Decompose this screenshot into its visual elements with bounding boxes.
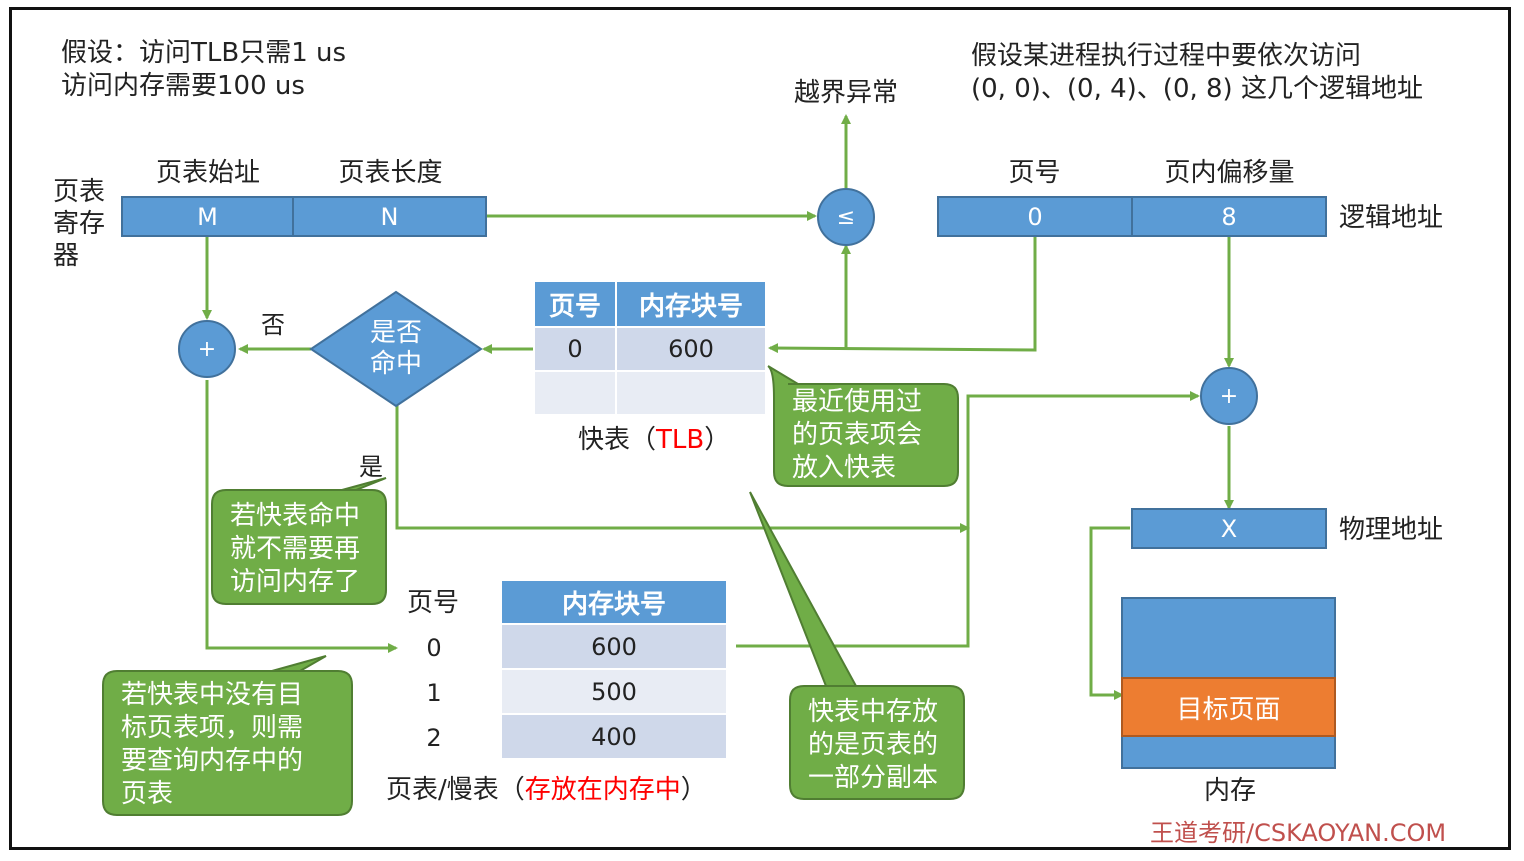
tlb-caption-red: TLB <box>656 425 705 455</box>
process-note-line-1: 假设某进程执行过程中要依次访问 <box>971 41 1362 71</box>
decision-no-label: 否 <box>261 311 285 339</box>
logical-address-label: 逻辑地址 <box>1339 203 1444 233</box>
tlb-header-block: 内存块号 <box>615 280 767 328</box>
page-table-header-block: 内存块号 <box>500 579 728 625</box>
adder-right-node: + <box>1200 367 1258 425</box>
callout-copy-shape <box>749 491 965 800</box>
logical-offset-header: 页内偏移量 <box>1164 158 1295 188</box>
arrow-page-table-to-adder <box>736 391 1200 648</box>
page-table-header-page: 页号 <box>406 588 459 618</box>
page-table-row-1-page: 1 <box>426 679 442 707</box>
page-table-start-header: 页表始址 <box>155 158 260 188</box>
tlb-row-0-page: 0 <box>533 326 617 372</box>
decision-diamond <box>309 290 483 408</box>
tlb-caption-prefix: 快表（ <box>578 425 657 455</box>
tlb-header-page: 页号 <box>533 280 617 328</box>
page-table-row-2-page: 2 <box>426 724 442 752</box>
assumption-line-1: 假设：访问TLB只需1 us <box>61 38 347 68</box>
page-table-length-header: 页表长度 <box>338 158 443 188</box>
callout-hit-shape <box>211 477 387 605</box>
process-note-line-2: (0, 0)、(0, 4)、(0, 8) 这几个逻辑地址 <box>971 74 1423 104</box>
decision-yes-label: 是 <box>359 453 383 481</box>
page-table-caption-red: 存放在内存中 <box>524 775 681 805</box>
callout-miss: 若快表中没有目 标页表项，则需 要查询内存中的 页表 <box>121 680 304 809</box>
tlb-row-0-block: 600 <box>615 326 767 372</box>
physical-address-label: 物理地址 <box>1339 515 1444 545</box>
physical-address-cell: X <box>1131 508 1327 549</box>
callout-recent: 最近使用过 的页表项会 放入快表 <box>792 387 923 483</box>
overflow-exception-label: 越界异常 <box>793 78 898 108</box>
callout-hit: 若快表命中 就不需要再 访问内存了 <box>230 501 361 597</box>
watermark: 王道考研/CSKAOYAN.COM <box>1150 819 1447 847</box>
tlb-row-1-page <box>533 370 617 416</box>
page-table-row-2-block: 400 <box>500 713 728 760</box>
arrow-decision-yes-to-frame <box>395 404 970 533</box>
tlb-table: 页号 内存块号 0 600 <box>533 280 767 416</box>
adder-left-node: + <box>178 320 236 378</box>
page-table-row-0-block: 600 <box>500 623 728 670</box>
tlb-caption: 快表（TLB） <box>578 424 730 457</box>
outer-frame <box>9 7 1511 850</box>
decision-text: 是否 命中 <box>369 318 422 379</box>
page-table-start-cell: M <box>121 196 294 237</box>
tlb-row-1-block <box>615 370 767 416</box>
page-table-caption-prefix: 页表/慢表（ <box>386 775 525 805</box>
assumption-line-2: 访问内存需要100 us <box>61 71 305 101</box>
page-table-row-1-block: 500 <box>500 668 728 715</box>
logical-offset-cell: 8 <box>1131 196 1327 237</box>
callout-copy: 快表中存放 的是页表的 一部分副本 <box>808 697 939 793</box>
page-table-length-cell: N <box>292 196 487 237</box>
page-table-register-label: 页表 寄存 器 <box>53 177 106 271</box>
arrow-adder-to-page-table <box>205 380 398 653</box>
arrow-page-number-to-tlb <box>768 236 1037 354</box>
callout-recent-shape <box>767 365 959 487</box>
callout-miss-shape <box>102 655 353 816</box>
compare-node: ≤ <box>817 188 875 246</box>
memory-label: 内存 <box>1203 776 1256 806</box>
page-table-caption-suffix: ） <box>680 775 707 805</box>
logical-page-header: 页号 <box>1008 158 1061 188</box>
page-table-caption: 页表/慢表（存放在内存中） <box>386 774 707 807</box>
tlb-caption-suffix: ） <box>704 425 731 455</box>
page-table-row-0-page: 0 <box>426 634 442 662</box>
page-table: 内存块号 600 500 400 <box>500 579 728 760</box>
arrow-physical-to-memory <box>1089 526 1130 700</box>
target-page: 目标页面 <box>1121 677 1336 737</box>
logical-page-cell: 0 <box>937 196 1133 237</box>
